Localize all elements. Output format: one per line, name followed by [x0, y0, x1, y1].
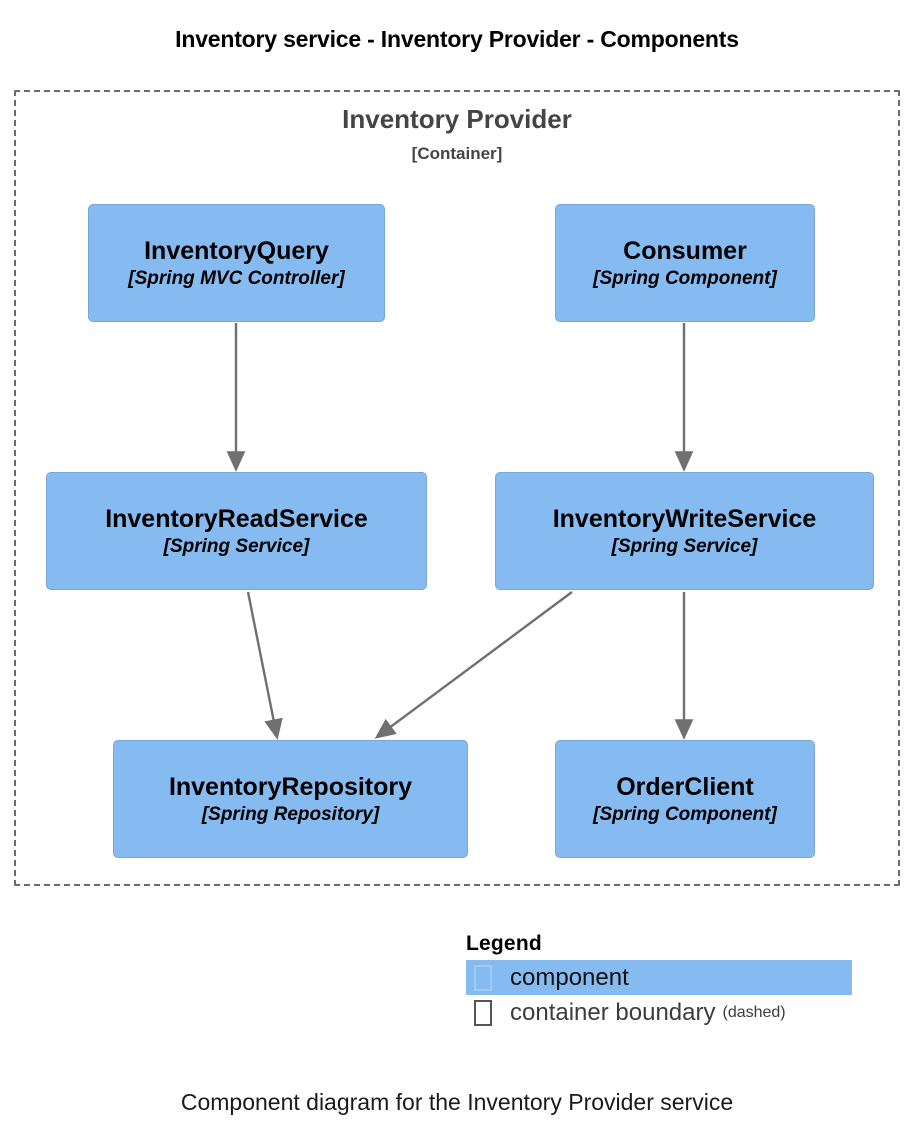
- container-name-label: Inventory Provider: [342, 104, 572, 134]
- component-technology: [Spring Repository]: [201, 803, 380, 825]
- component-inventorywriteservice[interactable]: InventoryWriteService [Spring Service]: [495, 472, 874, 590]
- legend-title: Legend: [466, 932, 542, 955]
- component-name: OrderClient: [616, 772, 754, 801]
- legend-item-label: component: [510, 963, 629, 991]
- diagram-caption: Component diagram for the Inventory Prov…: [180, 1089, 734, 1115]
- legend-item-component: component: [466, 960, 852, 995]
- component-name: InventoryReadService: [105, 504, 368, 533]
- legend: Legend component container boundary (das…: [466, 932, 852, 1030]
- missing-glyph-box-icon: [474, 999, 492, 1026]
- container-type-label: [Container]: [411, 144, 503, 163]
- component-technology: [Spring Component]: [593, 803, 777, 825]
- component-consumer[interactable]: Consumer [Spring Component]: [555, 204, 815, 322]
- component-technology: [Spring Service]: [611, 535, 758, 557]
- component-name: InventoryRepository: [168, 772, 413, 801]
- component-name: InventoryWriteService: [552, 504, 817, 533]
- component-inventoryquery[interactable]: InventoryQuery [Spring MVC Controller]: [88, 204, 385, 322]
- container-boundary-inventory-provider: [14, 90, 900, 886]
- legend-item-label: container boundary: [510, 998, 716, 1026]
- legend-item-container-boundary: container boundary (dashed): [466, 995, 852, 1030]
- component-inventoryreadservice[interactable]: InventoryReadService [Spring Service]: [46, 472, 427, 590]
- component-inventoryrepository[interactable]: InventoryRepository [Spring Repository]: [113, 740, 468, 858]
- legend-item-note: (dashed): [722, 1003, 786, 1021]
- component-technology: [Spring Service]: [163, 535, 310, 557]
- component-name: Consumer: [623, 236, 747, 265]
- component-technology: [Spring Component]: [593, 267, 777, 289]
- component-technology: [Spring MVC Controller]: [128, 267, 345, 289]
- page-title: Inventory service - Inventory Provider -…: [175, 26, 739, 52]
- missing-glyph-box-icon: [474, 964, 492, 991]
- component-orderclient[interactable]: OrderClient [Spring Component]: [555, 740, 815, 858]
- component-name: InventoryQuery: [144, 236, 329, 265]
